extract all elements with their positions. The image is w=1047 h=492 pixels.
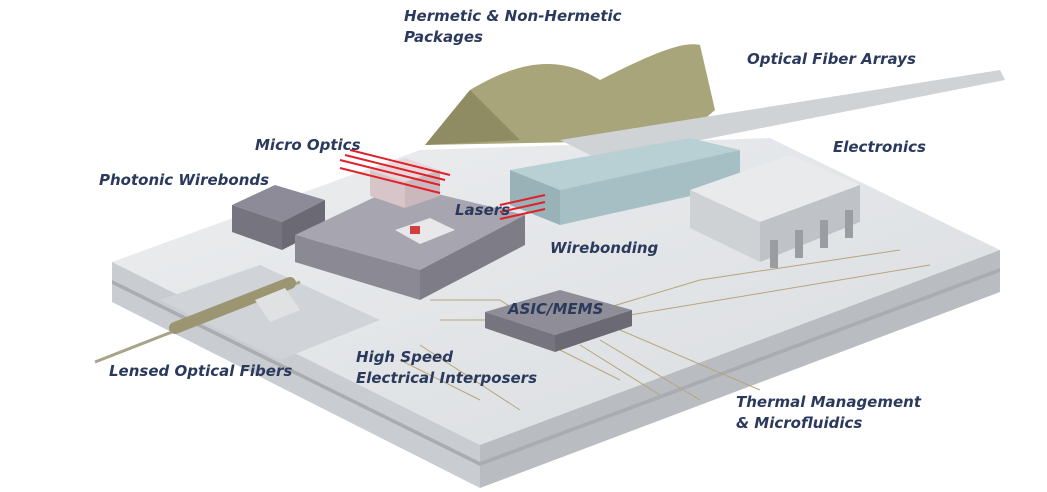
label-lasers: Lasers (455, 201, 511, 219)
label-line: Packages (404, 28, 483, 46)
label-asic-mems: ASIC/MEMS (508, 300, 604, 318)
micro-optics (339, 149, 546, 220)
laser-platform (295, 185, 525, 300)
label-line: Hermetic & Non-Hermetic (404, 7, 622, 25)
optical-fiber-array (510, 70, 1005, 225)
label-electronics: Electronics (833, 138, 926, 156)
label-interposers: High Speed Electrical Interposers (356, 347, 537, 389)
label-optical-fiber-arrays: Optical Fiber Arrays (747, 50, 916, 68)
label-line: Electrical Interposers (356, 369, 538, 387)
label-thermal-management: Thermal Management & Microfluidics (736, 392, 921, 434)
electronics-chip (690, 155, 860, 268)
photonic-wirebond-block (232, 185, 325, 250)
asic-mems-chip (399, 249, 931, 411)
label-hermetic-packages: Hermetic & Non-Hermetic Packages (404, 6, 622, 48)
label-line: & Microfluidics (736, 414, 863, 432)
hermetic-package (425, 44, 715, 145)
label-lensed-optical-fibers: Lensed Optical Fibers (109, 362, 293, 380)
label-line: Thermal Management (736, 393, 922, 411)
label-line: High Speed (356, 348, 453, 366)
label-wirebonding: Wirebonding (550, 239, 659, 257)
label-photonic-wirebonds: Photonic Wirebonds (99, 171, 270, 189)
lensed-optical-fiber (94, 277, 301, 364)
label-micro-optics: Micro Optics (255, 136, 361, 154)
